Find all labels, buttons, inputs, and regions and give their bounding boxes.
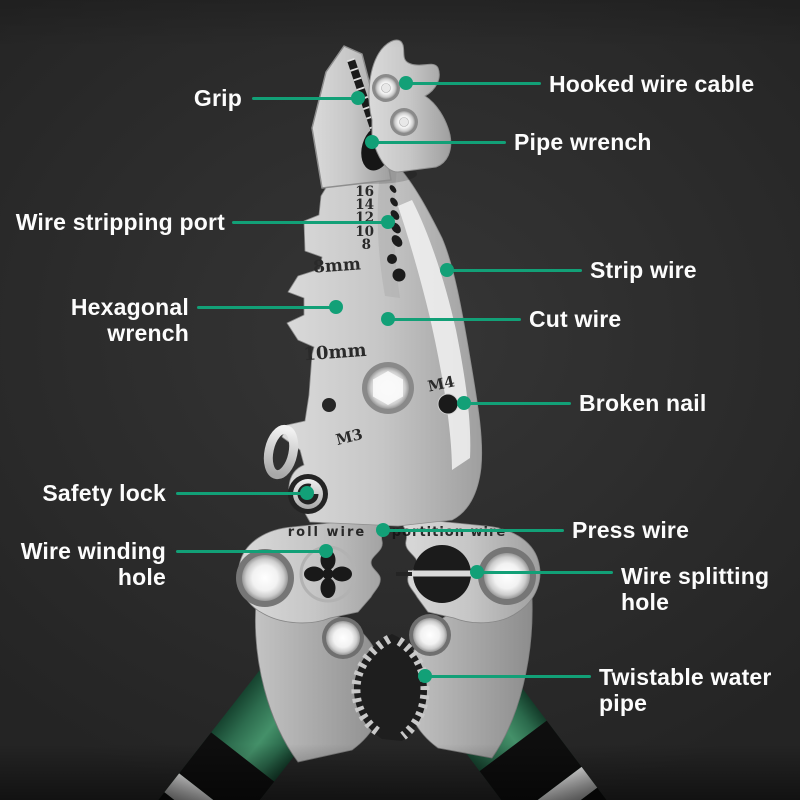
press-wire-callout-dot bbox=[376, 523, 390, 537]
grip-callout-dot bbox=[351, 91, 365, 105]
strip-wire-callout-line bbox=[447, 269, 582, 272]
hexagonal-wrench-callout-dot bbox=[329, 300, 343, 314]
label-pipe-wrench: Pipe wrench bbox=[514, 129, 652, 155]
right-plate-rivet bbox=[478, 547, 536, 605]
wire-stripping-port-callout-dot bbox=[381, 215, 395, 229]
gauge-mark-16: 16 bbox=[355, 184, 374, 200]
left-handle bbox=[88, 663, 326, 800]
safety-lock-callout-line bbox=[176, 492, 307, 495]
pipe-wrench-callout-line bbox=[372, 141, 506, 144]
head-rivet-top bbox=[372, 74, 400, 102]
hooked-wire-cable-callout-line bbox=[406, 82, 541, 85]
wire-stripping-port-callout-line bbox=[232, 221, 388, 224]
right-jaw-teeth bbox=[396, 637, 430, 740]
left-jaw-teeth bbox=[351, 635, 392, 738]
wire-winding-hole-callout-dot bbox=[319, 544, 333, 558]
engraving-portition-wire: portition wire bbox=[392, 525, 506, 540]
label-hooked-wire-cable: Hooked wire cable bbox=[549, 71, 755, 97]
wire-winding-hole-callout-line bbox=[176, 550, 326, 553]
label-grip: Grip bbox=[193, 85, 242, 111]
label-wire-winding-hole: Wire winding hole bbox=[20, 538, 166, 590]
hex-size-8mm: 8mm bbox=[312, 254, 361, 277]
safety-lock-callout-dot bbox=[300, 486, 314, 500]
broken-nail-hole bbox=[437, 393, 459, 415]
right-leg-rivet bbox=[409, 614, 451, 656]
cut-wire-callout-line bbox=[388, 318, 521, 321]
engraving-roll-wire: roll wire bbox=[288, 525, 366, 540]
left-leg-rivet bbox=[322, 617, 364, 659]
gauge-mark-14: 14 bbox=[355, 197, 374, 213]
broken-nail-callout-dot bbox=[457, 396, 471, 410]
screw-size-m4: M4 bbox=[426, 372, 456, 395]
twistable-water-pipe-callout-dot bbox=[418, 669, 432, 683]
grip-callout-line bbox=[252, 97, 358, 100]
wire-splitting-hole-callout-line bbox=[477, 571, 613, 574]
label-wire-stripping-port: Wire stripping port bbox=[15, 209, 225, 235]
label-strip-wire: Strip wire bbox=[590, 257, 697, 283]
wire-splitting-hole-callout-dot bbox=[470, 565, 484, 579]
label-hexagonal-wrench: Hexagonal wrench bbox=[70, 294, 189, 346]
pipe-jaw-gap bbox=[353, 634, 427, 741]
pipe-wrench-callout-dot bbox=[365, 135, 379, 149]
wire-splitting-hole bbox=[396, 545, 472, 603]
label-twistable-water-pipe: Twistable water pipe bbox=[599, 664, 772, 716]
small-hole bbox=[322, 398, 336, 412]
label-broken-nail: Broken nail bbox=[579, 390, 707, 416]
wire-stripping-slots bbox=[387, 185, 406, 282]
hex-size-10mm: 10mm bbox=[303, 340, 367, 365]
twistable-water-pipe-callout-line bbox=[425, 675, 591, 678]
label-safety-lock: Safety lock bbox=[42, 480, 166, 506]
pivot-bolt bbox=[362, 362, 414, 414]
hexagonal-wrench-callout-line bbox=[197, 306, 336, 309]
hooked-cable-head bbox=[368, 39, 452, 173]
left-plate-rivet bbox=[236, 549, 294, 607]
head-rivet-bottom bbox=[390, 108, 418, 136]
strip-wire-callout-dot bbox=[440, 263, 454, 277]
hooked-wire-cable-callout-dot bbox=[399, 76, 413, 90]
gauge-mark-8: 8 bbox=[362, 237, 371, 253]
cut-wire-callout-dot bbox=[381, 312, 395, 326]
press-wire-callout-line bbox=[383, 529, 564, 532]
label-cut-wire: Cut wire bbox=[529, 306, 622, 332]
label-press-wire: Press wire bbox=[572, 517, 690, 543]
gauge-mark-10: 10 bbox=[355, 224, 374, 240]
label-wire-splitting-hole: Wire splitting hole bbox=[621, 563, 770, 615]
broken-nail-callout-line bbox=[464, 402, 571, 405]
